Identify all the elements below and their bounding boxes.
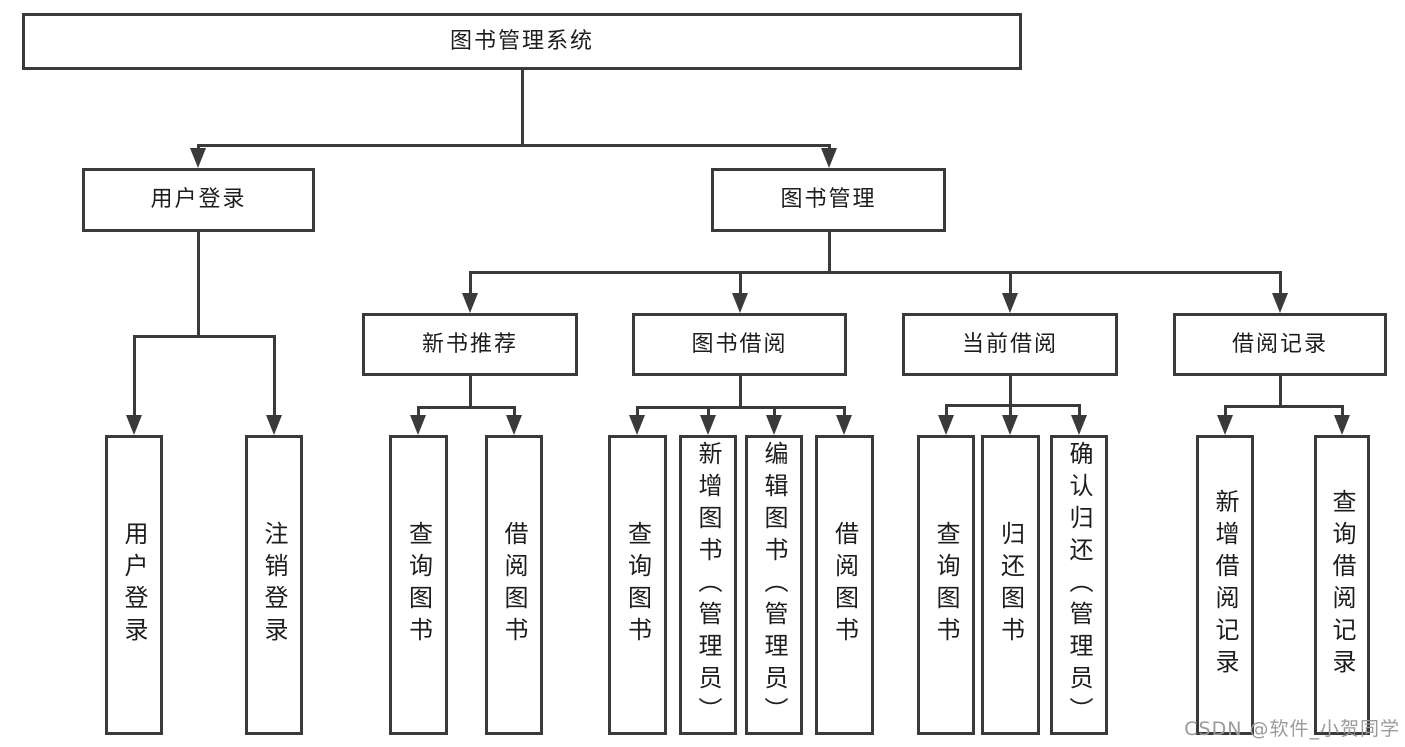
connector-stub: [1278, 376, 1282, 408]
connector-bar: [944, 403, 1081, 407]
node-book-borrowing: 图书借阅: [632, 313, 847, 376]
arrowhead-icon: [1002, 293, 1018, 313]
arrowhead-icon: [462, 293, 478, 313]
node-label-leaf-edit-books-admin: 编辑图书（管理员）: [760, 441, 788, 729]
node-label-leaf-query-books-recommend: 查询图书: [404, 521, 433, 649]
node-label-leaf-add-books-admin: 新增图书（管理员）: [694, 441, 722, 729]
arrowhead-icon: [1217, 415, 1233, 435]
arrowhead-icon: [1071, 415, 1087, 435]
connector-arrow-line: [272, 336, 276, 419]
connector-stub: [738, 376, 742, 409]
node-label-leaf-logout: 注销登录: [260, 521, 288, 649]
node-leaf-confirm-return-admin: 确认归还（管理员）: [1050, 435, 1108, 735]
connector-bar: [1223, 404, 1344, 408]
node-leaf-query-books-borrow: 查询图书: [608, 435, 667, 735]
node-label-new-book-recommend: 新书推荐: [421, 331, 518, 357]
connector-arrow-line: [416, 407, 420, 419]
node-label-leaf-query-books-borrow: 查询图书: [623, 521, 652, 649]
connector-bar: [468, 270, 1282, 274]
arrowhead-icon: [1272, 293, 1288, 313]
connector-bar: [196, 143, 831, 147]
connector-arrow-line: [772, 407, 776, 419]
connector-bar: [635, 405, 846, 409]
node-leaf-return-books: 归还图书: [981, 435, 1040, 735]
node-label-leaf-return-books: 归还图书: [996, 521, 1025, 649]
arrowhead-icon: [732, 293, 748, 313]
watermark: CSDN @软件_小贺同学: [1184, 718, 1400, 740]
node-leaf-query-borrow-record: 查询借阅记录: [1314, 435, 1370, 735]
arrowhead-icon: [126, 415, 142, 435]
node-leaf-edit-books-admin: 编辑图书（管理员）: [745, 435, 803, 735]
arrowhead-icon: [190, 148, 206, 168]
connector-arrow-line: [842, 407, 846, 419]
node-label-leaf-user-login: 用户登录: [120, 521, 148, 649]
connector-arrow-line: [738, 272, 742, 297]
node-label-book-management: 图书管理: [780, 187, 877, 212]
connector-bar: [416, 405, 516, 409]
node-leaf-borrow-books: 借阅图书: [815, 435, 874, 735]
arrowhead-icon: [821, 148, 837, 168]
connector-arrow-line: [706, 407, 710, 419]
arrowhead-icon: [1002, 415, 1018, 435]
connector-arrow-line: [132, 336, 136, 419]
node-new-book-recommend: 新书推荐: [362, 313, 578, 376]
node-current-borrowing: 当前借阅: [902, 313, 1118, 376]
arrowhead-icon: [766, 415, 782, 435]
arrowhead-icon: [629, 415, 645, 435]
node-book-management: 图书管理: [711, 168, 946, 232]
node-borrowing-records: 借阅记录: [1173, 313, 1387, 376]
node-label-leaf-borrow-books: 借阅图书: [830, 521, 859, 649]
node-label-leaf-confirm-return-admin: 确认归还（管理员）: [1065, 441, 1093, 729]
arrowhead-icon: [266, 415, 282, 435]
connector-arrow-line: [1008, 405, 1012, 419]
node-label-leaf-query-borrow-record: 查询借阅记录: [1328, 489, 1356, 681]
arrowhead-icon: [410, 415, 426, 435]
node-label-root: 图书管理系统: [449, 28, 594, 54]
connector-arrow-line: [512, 407, 516, 419]
connector-stub: [1008, 376, 1012, 407]
arrowhead-icon: [1334, 415, 1350, 435]
connector-stub: [468, 376, 472, 409]
node-label-leaf-borrow-books-recommend: 借阅图书: [500, 521, 528, 649]
connector-arrow-line: [1223, 406, 1227, 419]
arrowhead-icon: [700, 415, 716, 435]
node-label-book-borrowing: 图书借阅: [691, 331, 788, 357]
node-label-borrowing-records: 借阅记录: [1231, 331, 1328, 357]
connector-arrow-line: [1278, 272, 1282, 297]
connector-stub: [827, 232, 831, 274]
connector-arrow-line: [635, 407, 639, 419]
node-label-user-login: 用户登录: [150, 187, 247, 212]
node-leaf-logout: 注销登录: [245, 435, 303, 735]
arrowhead-icon: [506, 415, 522, 435]
node-label-current-borrowing: 当前借阅: [961, 331, 1058, 357]
node-leaf-query-books-recommend: 查询图书: [389, 435, 448, 735]
node-label-leaf-query-books-current: 查询图书: [932, 521, 960, 649]
node-leaf-add-books-admin: 新增图书（管理员）: [679, 435, 737, 735]
node-user-login: 用户登录: [82, 168, 315, 232]
connector-stub: [520, 70, 524, 147]
node-leaf-add-borrow-record: 新增借阅记录: [1196, 435, 1254, 735]
node-label-leaf-add-borrow-record: 新增借阅记录: [1211, 489, 1239, 681]
arrowhead-icon: [938, 415, 954, 435]
connector-arrow-line: [468, 272, 472, 297]
node-leaf-query-books-current: 查询图书: [917, 435, 975, 735]
connector-arrow-line: [1077, 405, 1081, 419]
node-leaf-user-login: 用户登录: [105, 435, 163, 735]
connector-arrow-line: [944, 405, 948, 419]
node-root: 图书管理系统: [22, 13, 1022, 70]
connector-arrow-line: [1008, 272, 1012, 297]
connector-bar: [132, 334, 276, 338]
connector-stub: [196, 232, 200, 338]
arrowhead-icon: [836, 415, 852, 435]
connector-arrow-line: [1340, 406, 1344, 419]
node-leaf-borrow-books-recommend: 借阅图书: [485, 435, 543, 735]
